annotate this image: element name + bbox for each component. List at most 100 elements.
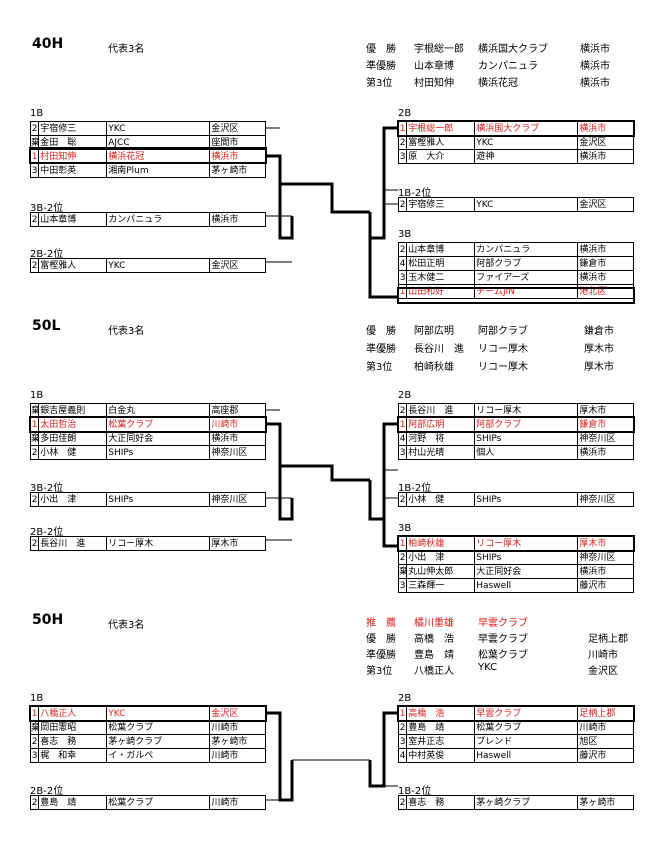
group-label: 2B — [398, 390, 412, 401]
player-name: 三森輝一 — [406, 578, 476, 593]
winner-label: 準優勝 — [366, 61, 396, 72]
group-label: 1B — [30, 108, 44, 119]
group-table-1b: 1八橋正人YKC金沢区棄岡田憲昭松葉クラブ川崎市2喜志 務茅ヶ崎クラブ茅ヶ崎市3… — [29, 706, 266, 763]
winner-label: 優 勝 — [366, 326, 396, 337]
winner-city: 厚木市 — [584, 344, 614, 355]
group-table-1b: 2宇宿修三YKC金沢区棄金田 聡AJCC座間市1村田知伸横浜花冠横浜市3中田彰英… — [29, 121, 266, 178]
winner-label: 優 勝 — [366, 44, 396, 55]
city-name: 横浜市 — [577, 149, 634, 164]
player-name: 長谷川 進 — [38, 536, 108, 551]
club-name: YKC — [106, 258, 211, 273]
winner-club: YKC — [478, 662, 498, 673]
player-name: 原 大介 — [406, 149, 476, 164]
city-name: 横浜市 — [577, 564, 634, 579]
group-label: 2B-2位 — [30, 527, 64, 538]
city-name: 神奈川区 — [209, 445, 266, 460]
club-name: 松葉クラブ — [106, 795, 211, 810]
winner-label: 準優勝 — [366, 650, 396, 661]
seed-cell: 1 — [397, 284, 408, 299]
table-row: 棄多田佳朗大正同好会横浜市 — [29, 431, 266, 446]
seed-cell: 3 — [397, 149, 408, 164]
player-name: 宇宿修三 — [406, 197, 476, 212]
seed-cell: 2 — [29, 445, 40, 460]
group-label: 3B-2位 — [30, 483, 64, 494]
winner-club: 早雲クラブ — [478, 618, 528, 629]
winner-label: 準優勝 — [366, 344, 396, 355]
winner-name: 長谷川 進 — [414, 344, 464, 355]
group-label: 1B-2位 — [398, 188, 432, 199]
winner-city: 金沢区 — [588, 666, 618, 677]
section-title-40h: 40H — [32, 36, 64, 52]
bracket-line-bold — [382, 519, 398, 548]
winner-label: 第3位 — [366, 78, 393, 89]
winner-name: 阿部広明 — [414, 326, 454, 337]
group-label: 1B — [30, 390, 44, 401]
bracket-line-bold — [266, 711, 294, 802]
seed-cell: 2 — [397, 197, 408, 212]
bracket-line-bold — [266, 422, 294, 521]
representative-count: 代表3名 — [108, 44, 145, 55]
city-name: 横浜市 — [209, 212, 266, 227]
player-name: 村山光晴 — [406, 445, 476, 460]
winner-club: 横浜花冠 — [478, 78, 518, 89]
bracket-line-bold — [280, 182, 370, 214]
group-label: 2B — [398, 693, 412, 704]
club-name: 茅ヶ崎クラブ — [474, 795, 579, 810]
city-name: 高座郡 — [209, 403, 266, 418]
seed-cell: 2 — [29, 536, 40, 551]
winner-label: 第3位 — [366, 362, 393, 373]
representative-count: 代表3名 — [108, 620, 145, 631]
club-name: Haswell — [474, 748, 579, 763]
seed-cell: 2 — [397, 492, 408, 507]
winner-name: 柏崎秋雄 — [414, 362, 454, 373]
bracket-line-bold — [368, 422, 398, 521]
winner-club: 松葉クラブ — [478, 650, 528, 661]
winner-club: カンパニュラ — [478, 61, 538, 72]
group-label: 3B — [398, 229, 412, 240]
winner-club: リコー厚木 — [478, 344, 528, 355]
seed-cell: 2 — [29, 492, 40, 507]
city-name: 茅ヶ崎市 — [577, 795, 634, 810]
seed-cell: 4 — [397, 748, 408, 763]
city-name: 神奈川区 — [209, 492, 266, 507]
group-label: 3B-2位 — [30, 203, 64, 214]
group-label: 2B — [398, 108, 412, 119]
winner-name: 橘川重雄 — [414, 618, 454, 629]
winner-name: 村田知伸 — [414, 78, 454, 89]
group-label: 2B-2位 — [30, 249, 64, 260]
group-label: 1B-2位 — [398, 786, 432, 797]
seed-cell: 3 — [29, 748, 40, 763]
winner-club: 横浜国大クラブ — [478, 44, 548, 55]
city-name: 藤沢市 — [577, 748, 634, 763]
winner-city: 厚木市 — [584, 362, 614, 373]
winner-club: 阿部クラブ — [478, 326, 528, 337]
winner-name: 山本章博 — [414, 61, 454, 72]
section-title-50l: 50L — [32, 318, 61, 334]
seed-cell: 2 — [29, 795, 40, 810]
